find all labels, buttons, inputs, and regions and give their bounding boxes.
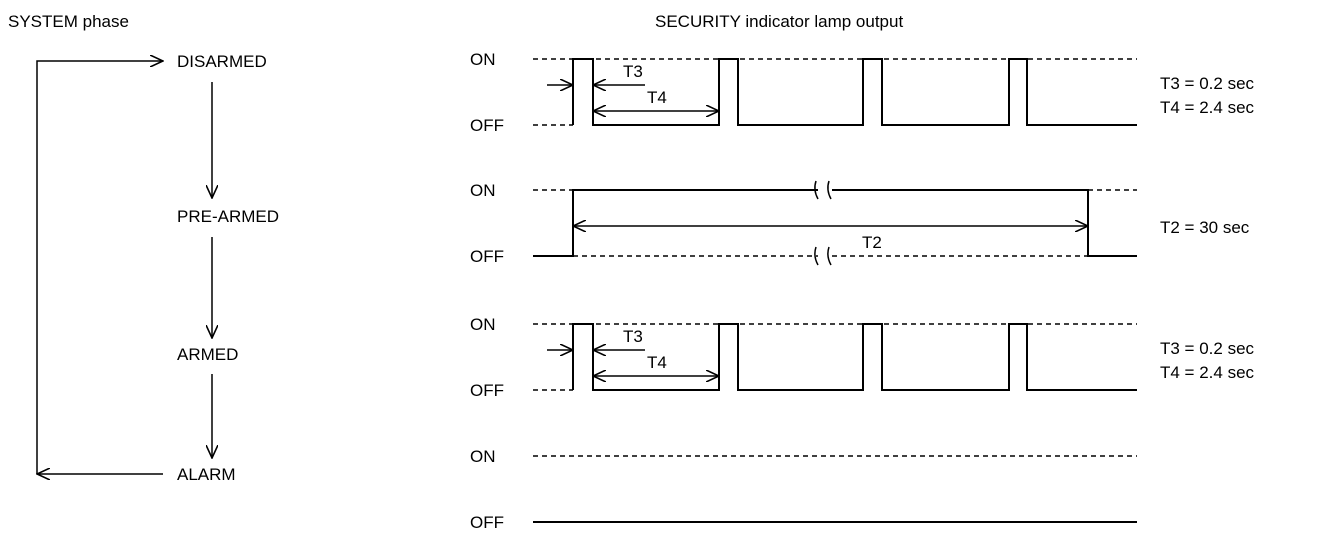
row3-off-label: OFF: [470, 381, 504, 400]
waveform-alarm: [533, 455, 1137, 523]
state-flow: DISARMED PRE-ARMED ARMED ALARM: [37, 52, 279, 484]
break-mark-top: [814, 180, 832, 200]
phase-armed: ARMED: [177, 345, 238, 364]
phase-alarm: ALARM: [177, 465, 236, 484]
arrow-return-to-disarmed: [36, 61, 163, 474]
row2-t2-label: T2: [862, 233, 882, 252]
note-disarmed-t4: T4 = 2.4 sec: [1160, 98, 1255, 117]
note-prearmed-t2: T2 = 30 sec: [1160, 218, 1250, 237]
waveform-prearmed: T2: [533, 180, 1137, 266]
timing-notes: T3 = 0.2 sec T4 = 2.4 sec T2 = 30 sec T3…: [1160, 74, 1255, 382]
row2-on-label: ON: [470, 181, 496, 200]
row4-off-label: OFF: [470, 513, 504, 532]
row1-on-label: ON: [470, 50, 496, 69]
row3-t3-label: T3: [623, 327, 643, 346]
note-disarmed-t3: T3 = 0.2 sec: [1160, 74, 1255, 93]
break-mark-bottom: [814, 246, 832, 266]
row1-t4-label: T4: [647, 88, 667, 107]
row3-on-label: ON: [470, 315, 496, 334]
waveform-disarmed: T3 T4: [533, 58, 1137, 126]
row1-t3-label: T3: [623, 62, 643, 81]
system-phase-title: SYSTEM phase: [8, 12, 129, 31]
waveform-armed: T3 T4: [533, 323, 1137, 391]
row1-off-label: OFF: [470, 116, 504, 135]
phase-disarmed: DISARMED: [177, 52, 267, 71]
lamp-output-title: SECURITY indicator lamp output: [655, 12, 903, 31]
level-labels: ON OFF ON OFF ON OFF ON OFF: [470, 50, 504, 532]
note-armed-t3: T3 = 0.2 sec: [1160, 339, 1255, 358]
row4-on-label: ON: [470, 447, 496, 466]
phase-prearmed: PRE-ARMED: [177, 207, 279, 226]
row3-t4-label: T4: [647, 353, 667, 372]
note-armed-t4: T4 = 2.4 sec: [1160, 363, 1255, 382]
row2-off-label: OFF: [470, 247, 504, 266]
